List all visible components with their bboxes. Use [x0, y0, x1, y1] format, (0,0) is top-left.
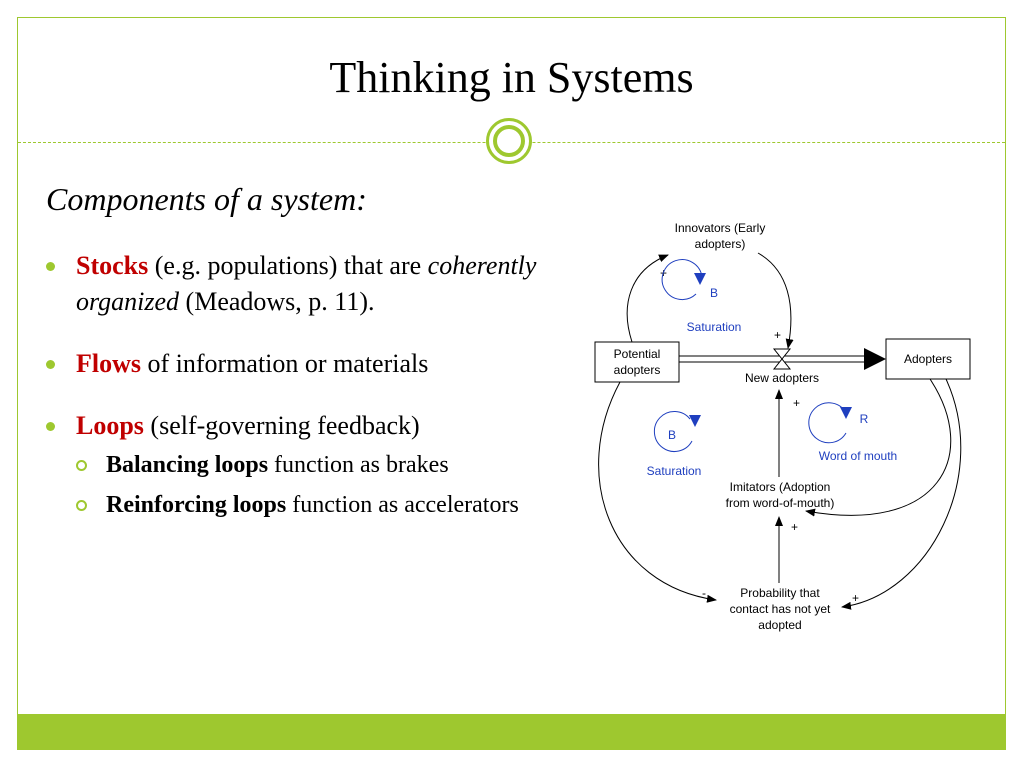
balancing-text: function as brakes	[268, 452, 449, 478]
bullet-dot	[46, 360, 55, 369]
loop-balancing-left: B	[653, 411, 701, 453]
sub-bullet-reinforcing: Reinforcing loops function as accelerato…	[76, 488, 566, 522]
link-adopters-to-probability	[841, 378, 962, 610]
stocks-italic: coherently organized	[76, 251, 537, 316]
section-heading: Components of a system:	[46, 181, 367, 217]
bullet-flows: Flows of information or materials	[46, 346, 566, 382]
keyword-stocks: Stocks	[76, 251, 149, 280]
polarity-minus: -	[702, 586, 706, 600]
sub-bullet-balancing: Balancing loops function as brakes	[76, 448, 566, 482]
polarity-plus-2: +	[774, 328, 781, 342]
bullet-stocks: Stocks (e.g. populations) that are coher…	[46, 248, 566, 320]
potential-adopters-box	[594, 341, 680, 383]
flows-text: of information or materials	[141, 349, 429, 378]
bullet-dot	[46, 262, 55, 271]
balancing-bold: Balancing loops	[106, 452, 269, 478]
loop-b-label-left: B	[668, 428, 676, 442]
link-adopters-to-imitators	[805, 378, 952, 517]
potential-label-1: Potential	[614, 347, 661, 361]
slide-title: Thinking in Systems	[329, 53, 694, 102]
imitators-label-1: Imitators (Adoption	[730, 480, 831, 494]
polarity-plus-5: +	[852, 591, 859, 605]
flow-valve-icon	[772, 348, 792, 370]
probability-label-1: Probability that	[740, 586, 820, 600]
sub-bullet-circle	[76, 500, 87, 511]
loop-b-label-top: B	[710, 286, 718, 300]
link-innovators-to-flow	[757, 252, 794, 349]
stocks-text-1: (e.g. populations) that are	[148, 251, 428, 280]
link-potential-to-innovators	[626, 254, 669, 343]
reinforcing-bold: Reinforcing loops	[106, 492, 287, 518]
polarity-plus-3: +	[793, 396, 800, 410]
adopters-label: Adopters	[904, 352, 952, 366]
loop-balancing-top: B	[661, 259, 718, 301]
footer-accent-bar	[18, 714, 1005, 749]
bullet-dot	[46, 422, 55, 431]
loop-reinforcing: R	[808, 402, 869, 444]
stock-flow-diagram: Potential adopters Adopters New adopters…	[594, 221, 971, 632]
reinforcing-text: function as accelerators	[286, 492, 519, 518]
probability-label-2: contact has not yet	[730, 602, 831, 616]
new-adopters-label: New adopters	[745, 371, 819, 385]
imitators-label-2: from word-of-mouth)	[726, 496, 835, 510]
innovators-label-1: Innovators (Early	[675, 221, 766, 235]
stocks-text-2: (Meadows, p. 11).	[179, 287, 375, 316]
saturation-top-label: Saturation	[687, 320, 742, 334]
loop-r-label: R	[860, 412, 869, 426]
keyword-flows: Flows	[76, 349, 141, 378]
polarity-plus-4: +	[791, 520, 798, 534]
flow-arrowhead	[864, 348, 886, 370]
keyword-loops: Loops	[76, 411, 144, 440]
bullet-list: Stocks (e.g. populations) that are coher…	[46, 248, 566, 522]
saturation-left-label: Saturation	[647, 464, 702, 478]
link-potential-to-probability	[598, 381, 717, 603]
innovators-label-2: adopters)	[695, 237, 746, 251]
bullet-loops: Loops (self-governing feedback) Balancin…	[46, 408, 566, 522]
divider-ring-ornament	[486, 118, 532, 164]
sub-bullet-circle	[76, 460, 87, 471]
potential-label-2: adopters	[614, 363, 661, 377]
probability-label-3: adopted	[758, 618, 801, 632]
word-of-mouth-label: Word of mouth	[819, 449, 897, 463]
loops-text: (self-governing feedback)	[143, 411, 420, 440]
